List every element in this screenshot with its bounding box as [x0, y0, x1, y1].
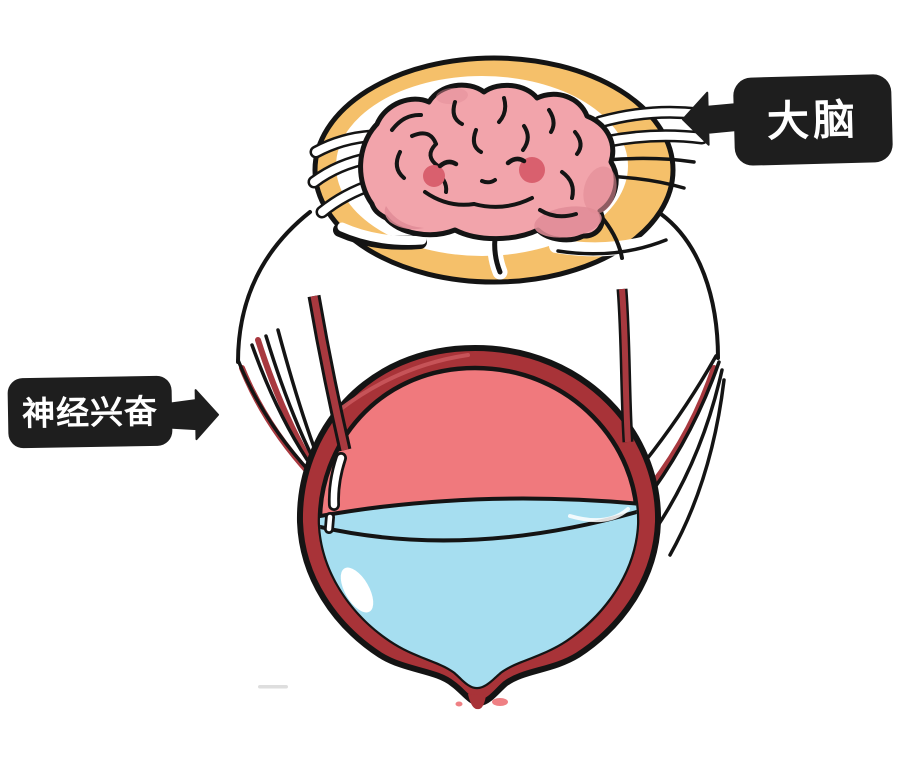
left-nerve-line	[236, 358, 312, 474]
nerve-band	[337, 222, 427, 245]
liquid-gloss	[340, 567, 374, 613]
right-cheek	[519, 157, 545, 183]
brain-face	[423, 156, 545, 187]
shade-patch	[583, 166, 617, 214]
mouth	[480, 178, 497, 185]
right-connector-line	[659, 212, 720, 360]
spinal-connectors	[236, 210, 720, 364]
shade-patch	[436, 87, 468, 105]
left-vessel-line	[255, 337, 317, 471]
nerve-line	[556, 238, 668, 256]
urine-fill	[319, 498, 638, 687]
brain-label-box	[733, 74, 893, 166]
nerve-label-text: 神经兴奋	[22, 392, 159, 433]
arrow-right-icon	[168, 389, 220, 441]
nerve-band	[549, 229, 675, 257]
bladder	[258, 345, 662, 710]
right-ureter	[619, 288, 631, 443]
left-nerve-line	[250, 343, 316, 472]
nerve-label-box	[7, 375, 173, 449]
left-nerve-bundle	[236, 328, 323, 477]
urine-surface-back-edge	[319, 496, 638, 538]
ground-shadow	[258, 685, 288, 689]
surface-shine	[568, 507, 630, 523]
shine-stroke	[330, 454, 345, 509]
nerve-line	[604, 156, 696, 164]
right-closed-eye-icon	[505, 156, 527, 166]
urine-liquid	[319, 496, 638, 687]
shine-dot	[326, 514, 333, 532]
left-connector-line	[236, 210, 312, 364]
left-cheek	[423, 165, 445, 187]
ureters	[307, 288, 634, 452]
brain-label-text: 大脑	[766, 95, 859, 146]
right-nerve-line	[668, 378, 726, 557]
bladder-wall-highlight	[340, 353, 470, 410]
shade-patch	[384, 206, 424, 230]
right-nerve-line	[653, 368, 724, 532]
urethra-drip	[468, 694, 486, 710]
brain-panel	[307, 55, 709, 285]
nerve-label: 神经兴奋	[7, 375, 220, 449]
wall-shine-marks	[324, 452, 347, 534]
brain-label: 大脑	[681, 74, 893, 166]
left-closed-eye-icon	[437, 159, 459, 169]
splash-drop	[455, 701, 463, 707]
left-ureter	[310, 295, 349, 451]
nerve-band	[600, 131, 706, 146]
splash-drop	[492, 698, 508, 706]
